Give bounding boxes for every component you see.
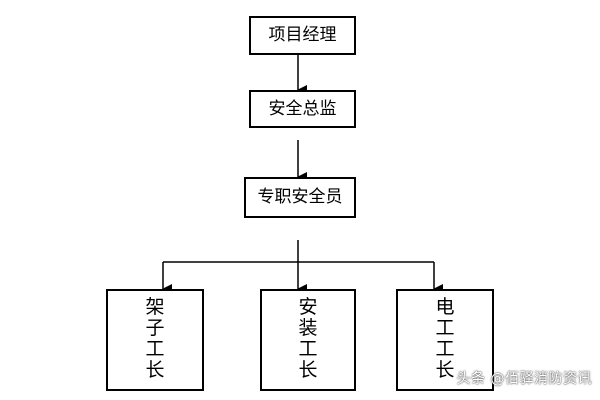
label-char: 子 — [145, 317, 165, 339]
label-char: 工 — [145, 338, 165, 360]
label-char: 长 — [435, 359, 455, 381]
label-char: 长 — [145, 359, 165, 381]
node-label: 项目经理 — [268, 25, 337, 45]
node-label: 安全总监 — [268, 98, 337, 119]
label-char: 架 — [145, 296, 165, 318]
label-char: 安 — [298, 296, 318, 318]
label-char: 工 — [435, 338, 455, 360]
label-char: 工 — [298, 338, 318, 360]
vertical-label: 架 子 工 长 — [145, 297, 164, 381]
node-safety-director: 安全总监 — [249, 90, 356, 128]
node-safety-officer: 专职安全员 — [244, 177, 356, 218]
vertical-label: 电 工 工 长 — [435, 297, 454, 381]
label-char: 工 — [435, 317, 455, 339]
vertical-label: 安 装 工 长 — [298, 297, 317, 381]
node-scaffold-foreman: 架 子 工 长 — [106, 289, 204, 391]
node-project-manager: 项目经理 — [249, 16, 356, 55]
label-char: 装 — [298, 317, 318, 339]
node-label: 专职安全员 — [257, 187, 343, 207]
node-electric-foreman: 电 工 工 长 — [396, 289, 494, 391]
watermark: 头条 @佰驿消防资讯 — [456, 371, 592, 387]
node-install-foreman: 安 装 工 长 — [260, 289, 356, 391]
label-char: 电 — [435, 296, 455, 318]
label-char: 长 — [298, 359, 318, 381]
